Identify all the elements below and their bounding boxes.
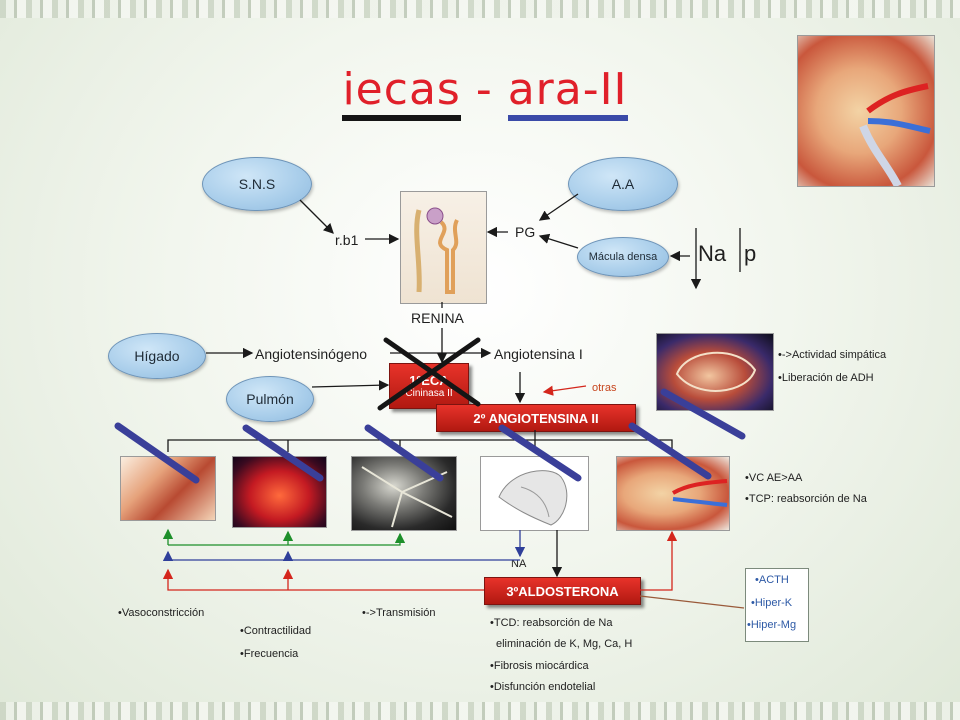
brain-effect-1: ->Actividad simpática [778, 349, 886, 361]
sns-ellipse: S.N.S [202, 157, 312, 211]
block-bar-neuron [364, 424, 444, 482]
angiotensina-i-label: Angiotensina I [494, 346, 583, 362]
red-feedback-vessel [162, 568, 484, 591]
neuron-image [351, 456, 457, 531]
cininasa-label: Cininasa II [405, 388, 453, 399]
macula-to-pg-arrow [538, 233, 579, 249]
aldo-effect-2: Fibrosis miocárdica [490, 660, 589, 672]
aldosterona-label: 3ºALDOSTERONA [506, 583, 619, 599]
block-bar-vessel [114, 422, 200, 484]
kidney-image-top [797, 35, 935, 187]
aa-to-pg-arrow [538, 193, 579, 221]
pulmon-ellipse: Pulmón [226, 376, 314, 422]
brain-effect-2: Liberación de ADH [778, 372, 874, 384]
adrenal-image [480, 456, 589, 531]
aldosterona-box: 3ºALDOSTERONA [484, 577, 641, 605]
aldo-effect-1: TCD: reabsorción de Na [490, 617, 613, 629]
title-part-iecas: iecas [342, 64, 461, 121]
eca-cross-line-2 [377, 337, 481, 411]
title-separator: - [460, 64, 508, 115]
red-feedback-kidney [640, 530, 678, 591]
nephron-icon [414, 207, 459, 294]
angiotensina-ii-label: 2º ANGIOTENSINA II [473, 410, 599, 426]
pulmon-to-eca-arrow [311, 380, 390, 391]
adrenal-box-connector [639, 595, 745, 609]
kidney-effect-2: TCP: reabsorción de Na [745, 493, 867, 505]
blue-feedback-line [162, 550, 520, 562]
angiotensina-ii-box: 2º ANGIOTENSINA II [436, 404, 636, 432]
otras-arrow [542, 385, 587, 396]
kidney-effect-1: VC AE>AA [745, 472, 803, 484]
angiotensinogeno-label: Angiotensinógeno [255, 346, 368, 362]
renina-label: RENINA [411, 310, 464, 326]
pg-label: PG [515, 224, 536, 240]
macula-densa-ellipse: Mácula densa [577, 237, 669, 277]
neuron-icon [361, 466, 453, 528]
vessel-image [120, 456, 216, 521]
green-feedback-line [168, 532, 406, 546]
p-label: p [744, 241, 757, 266]
brain-icon [675, 351, 757, 392]
nephron-image [400, 191, 487, 304]
rb1-label: r.b1 [335, 232, 359, 248]
hiperk-label: Hiper-K [751, 597, 792, 609]
block-bar-brain [660, 388, 746, 440]
kidney-image-small [616, 456, 730, 531]
vasoconstriccion-label: Vasoconstricción [118, 607, 204, 619]
acth-label: ACTH [755, 574, 789, 586]
distribution-bracket [167, 439, 673, 452]
aldo-effect-3: Disfunción endotelial [490, 681, 596, 693]
transmision-label: ->Transmisión [362, 607, 436, 619]
bottom-decor-stripe [0, 702, 960, 720]
aa-ellipse: A.A [568, 157, 678, 211]
na-small-label: NA [511, 558, 527, 570]
heart-image [232, 456, 327, 528]
kidney-small-vessels-icon [672, 479, 728, 507]
contractilidad-label: Contractilidad [240, 625, 311, 637]
block-bar-heart [242, 424, 324, 482]
otras-label: otras [592, 382, 617, 394]
block-bar-kidney [628, 422, 712, 480]
kidney-vessels-icon [859, 83, 931, 186]
block-bar-adrenal [498, 424, 582, 482]
adrenal-gland-icon [498, 470, 568, 526]
higado-ellipse: Hígado [108, 333, 206, 379]
aldo-effect-1b: eliminación de K, Mg, Ca, H [496, 638, 633, 650]
hipermg-label: Hiper-Mg [747, 619, 796, 631]
frecuencia-label: Frecuencia [240, 648, 298, 660]
sns-to-rb1-arrow [299, 199, 334, 234]
na-label: Na [698, 241, 727, 266]
title-part-ara: ara-II [507, 64, 628, 121]
top-decor-stripe [0, 0, 960, 18]
slide-title: iecas - ara-II [320, 64, 650, 121]
